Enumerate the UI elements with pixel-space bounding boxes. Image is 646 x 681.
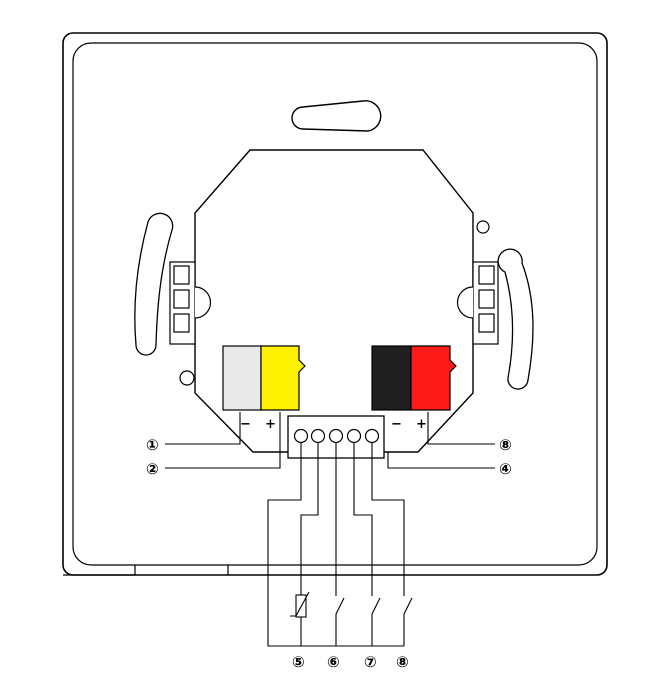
callout-8: ⑧: [396, 653, 409, 671]
callout-2: ②: [146, 460, 159, 478]
right-mounting-slot: [497, 248, 534, 390]
polarity-right-plus: +: [416, 417, 427, 432]
polarity-left-plus: +: [265, 417, 276, 432]
callout-1: ①: [146, 436, 159, 454]
switch-blades: [335, 597, 413, 615]
screw-hole-right: [476, 220, 490, 234]
polarity-left-minus: −: [240, 417, 251, 432]
polarity-right-minus: −: [391, 417, 402, 432]
external-wiring: [267, 442, 405, 647]
connector-black: [371, 345, 412, 411]
connector-red: [410, 345, 457, 411]
left-mounting-slot: [134, 212, 174, 356]
top-mounting-slot: [291, 100, 382, 132]
outer-frame: [62, 32, 608, 576]
connector-white: [222, 345, 262, 411]
callout-4: ④: [499, 460, 512, 478]
left-clamp: [169, 261, 212, 345]
callout-6: ⑥: [327, 653, 340, 671]
right-clamp: [456, 261, 499, 345]
callout-5: ⑤: [292, 653, 305, 671]
connector-yellow: [260, 345, 306, 411]
inner-plate: [72, 42, 598, 566]
switch-gaps: [331, 596, 409, 614]
callout-7: ⑦: [364, 653, 377, 671]
screw-hole-left: [179, 370, 195, 386]
callout-3: ⑧: [499, 436, 512, 454]
thermistor-sensor: [290, 591, 310, 618]
leader-lines: [165, 412, 495, 469]
